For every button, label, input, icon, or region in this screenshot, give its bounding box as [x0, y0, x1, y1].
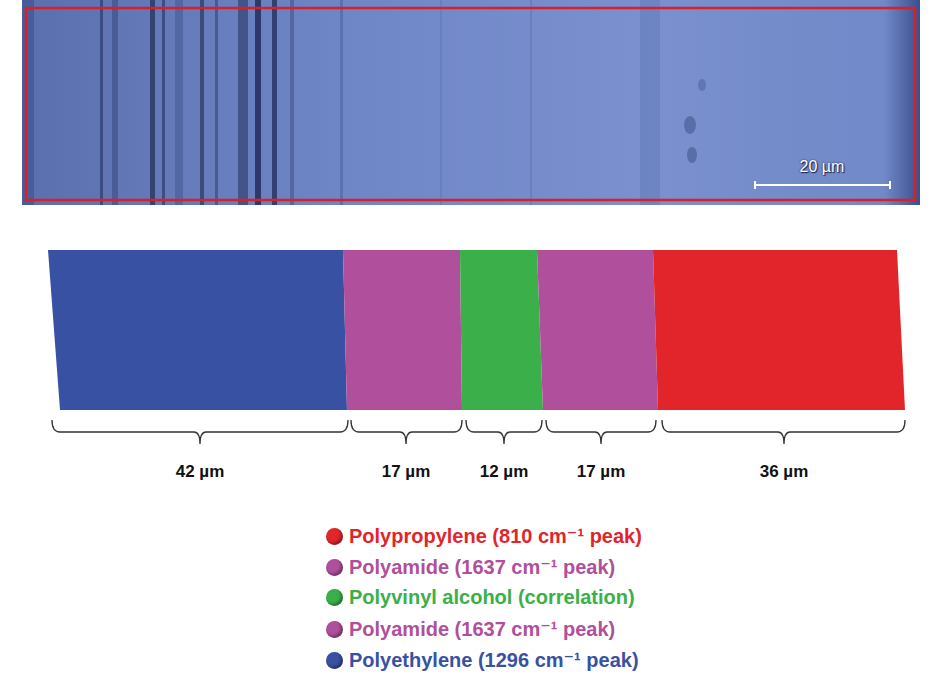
raman-map — [48, 250, 905, 410]
scale-bar — [755, 184, 890, 186]
legend-swatch — [326, 559, 343, 576]
dimension-braces — [52, 420, 905, 444]
polyethylene-band — [48, 250, 347, 410]
legend-text: Polyvinyl alcohol (correlation) — [349, 586, 635, 609]
dimension-label: 17 µm — [382, 462, 431, 482]
dimension-label: 17 µm — [577, 462, 626, 482]
legend-text: Polypropylene (810 cm⁻¹ peak) — [349, 524, 642, 548]
scale-bar-tick — [889, 181, 891, 189]
polyamide-band — [537, 250, 658, 410]
scale-bar-tick — [754, 181, 756, 189]
dimension-label: 12 µm — [480, 462, 529, 482]
legend-swatch — [326, 652, 343, 669]
dimension-label: 42 µm — [176, 462, 225, 482]
dimension-label: 36 µm — [760, 462, 809, 482]
legend-swatch — [326, 621, 343, 638]
scale-bar-label: 20 µm — [800, 158, 845, 176]
legend-text: Polyethylene (1296 cm⁻¹ peak) — [349, 648, 639, 672]
legend-swatch — [326, 528, 343, 545]
legend-text: Polyamide (1637 cm⁻¹ peak) — [349, 555, 615, 579]
micrograph — [22, 0, 920, 205]
polyvinyl-alcohol-band — [460, 250, 543, 410]
polyamide-band — [343, 250, 462, 410]
polypropylene-band — [653, 250, 905, 410]
legend-swatch — [326, 589, 343, 606]
legend-text: Polyamide (1637 cm⁻¹ peak) — [349, 617, 615, 641]
